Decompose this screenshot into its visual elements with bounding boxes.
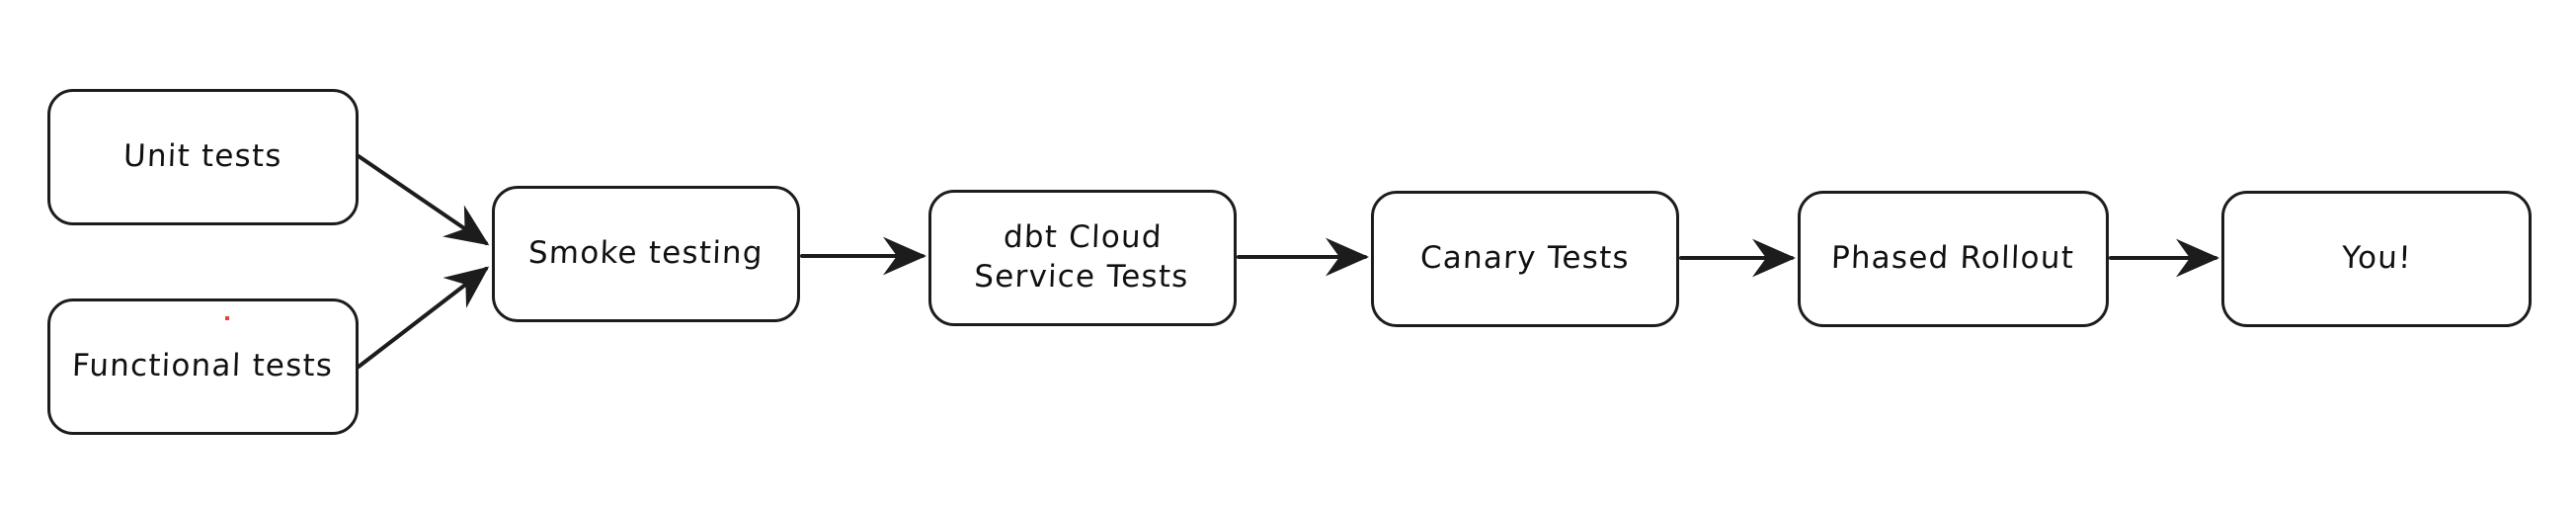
- node-label-phased-rollout: Phased Rollout: [1830, 240, 2076, 277]
- node-dbt-cloud-service-tests[interactable]: dbt Cloud Service Tests: [928, 190, 1237, 326]
- edge-functional-to-smoke: [357, 266, 490, 369]
- node-canary-tests[interactable]: Canary Tests: [1371, 191, 1679, 327]
- node-label-smoke-testing: Smoke testing: [527, 235, 765, 272]
- node-you[interactable]: You!: [2221, 191, 2532, 327]
- node-smoke-testing[interactable]: Smoke testing: [492, 186, 800, 322]
- node-label-dbt-cloud-service-tests: dbt Cloud Service Tests: [974, 219, 1190, 295]
- node-label-unit-tests: Unit tests: [122, 138, 283, 175]
- node-label-you: You!: [2341, 240, 2412, 277]
- node-label-functional-tests: Functional tests: [71, 348, 335, 384]
- node-unit-tests[interactable]: Unit tests: [47, 89, 359, 225]
- node-phased-rollout[interactable]: Phased Rollout: [1798, 191, 2109, 327]
- red-speck-artifact: [225, 316, 229, 320]
- edge-unit-to-smoke: [357, 154, 490, 246]
- node-functional-tests[interactable]: Functional tests: [47, 298, 359, 435]
- node-label-canary-tests: Canary Tests: [1419, 240, 1631, 277]
